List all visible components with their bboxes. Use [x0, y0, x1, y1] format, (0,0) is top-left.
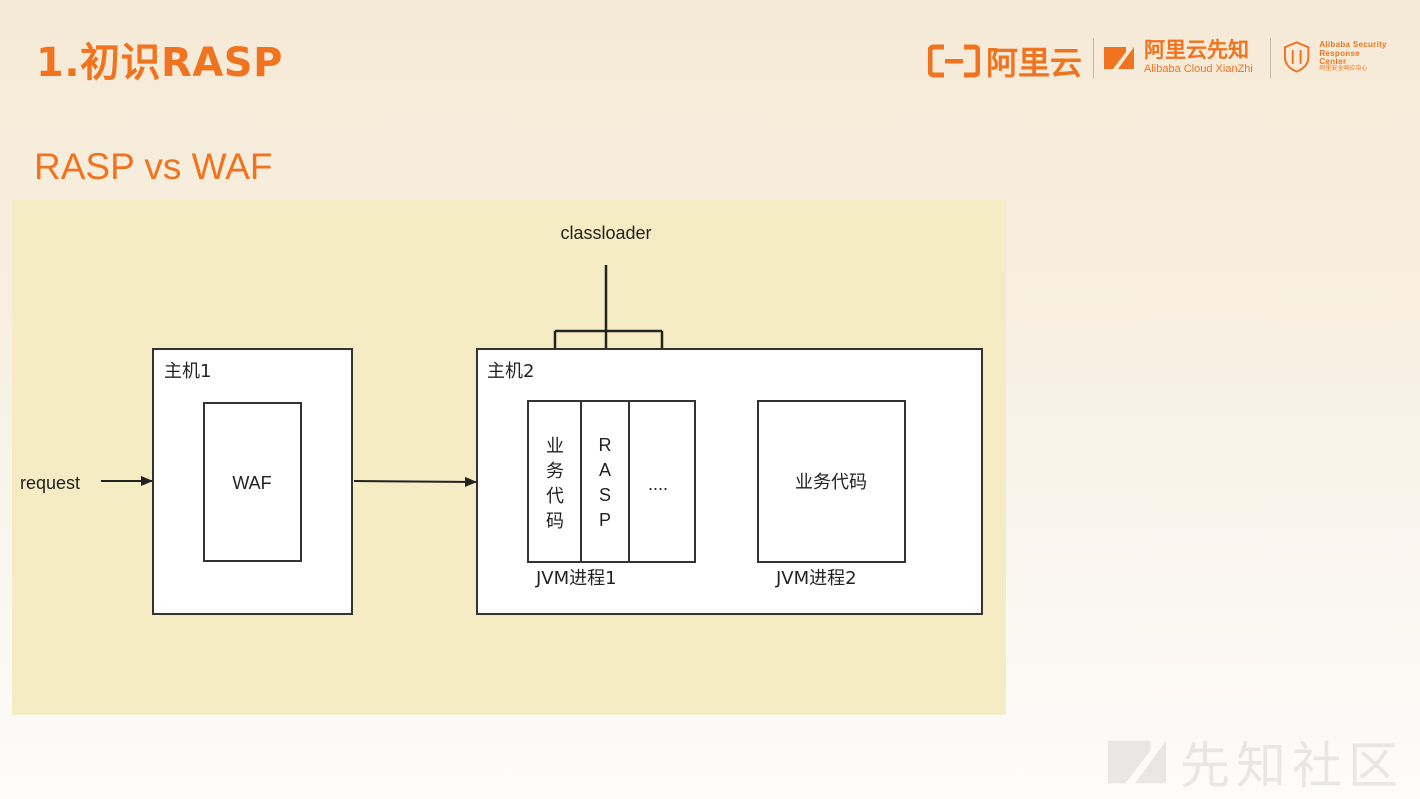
- architecture-diagram: classloader request 主机1 WAF 主机2 业 务 代 码 …: [20, 223, 983, 615]
- jvm2-box-text: 业务代码: [795, 472, 867, 493]
- xianzhi-mark-icon: [1104, 46, 1134, 69]
- jvm1-seg1-char: 代: [546, 486, 564, 507]
- jvm1-seg3-text: ....: [648, 474, 668, 494]
- asrc-line-3: 阿里安全响应中心: [1319, 66, 1368, 73]
- asrc-line-1: Alibaba Security: [1319, 40, 1387, 50]
- jvm1-rasp-segment: [580, 400, 630, 563]
- jvm1-seg2-char: R: [599, 435, 612, 455]
- logo-divider: [1093, 38, 1094, 78]
- host1-to-host2-arrow: [353, 476, 477, 487]
- jvm1-seg1-char: 务: [546, 461, 564, 482]
- xianzhi-watermark-icon: [1108, 740, 1166, 784]
- watermark-text: 先知社区: [1180, 737, 1404, 795]
- slide-title: 1.初识RASP: [36, 40, 283, 86]
- xianzhi-logo: 阿里云先知 Alibaba Cloud XianZhi: [1104, 40, 1253, 75]
- aliyun-logo: 阿里云: [928, 38, 1082, 84]
- header-logos: 阿里云 阿里云先知 Alibaba Cloud XianZhi Alibaba …: [928, 36, 1388, 82]
- jvm2-box: [757, 400, 906, 563]
- jvm1-seg2-char: A: [599, 460, 611, 480]
- jvm2-label: JVM进程2: [775, 568, 857, 589]
- jvm1-seg1-char: 码: [546, 511, 564, 532]
- slide-subtitle: RASP vs WAF: [34, 146, 273, 187]
- diagram-panel: classloader request 主机1 WAF 主机2 业 务 代 码 …: [12, 200, 1006, 715]
- jvm1-business-code-segment: [527, 400, 582, 563]
- xianzhi-logo-cn: 阿里云先知: [1144, 38, 1249, 62]
- request-label: request: [20, 473, 80, 493]
- xianzhi-logo-en: Alibaba Cloud XianZhi: [1144, 63, 1253, 75]
- asrc-logo: Alibaba Security Response Center 阿里安全响应中…: [1282, 40, 1388, 74]
- jvm1-other-segment: [628, 400, 696, 563]
- jvm1-seg2-char: P: [599, 510, 611, 530]
- aliyun-logo-text: 阿里云: [986, 44, 1083, 82]
- host1-box: [152, 348, 353, 615]
- watermark: 先知社区: [1108, 726, 1404, 798]
- jvm1-seg2-char: S: [599, 485, 611, 505]
- jvm1-label: JVM进程1: [535, 568, 617, 589]
- waf-label: WAF: [232, 473, 271, 493]
- classloader-label: classloader: [560, 223, 651, 243]
- asrc-line-2: Response Center: [1319, 48, 1360, 67]
- aliyun-bracket-icon: [928, 44, 980, 78]
- host1-label: 主机1: [164, 361, 211, 382]
- host2-label: 主机2: [487, 361, 534, 382]
- waf-box: [203, 402, 302, 562]
- shield-icon: [1283, 41, 1310, 73]
- jvm1-seg1-char: 业: [546, 436, 564, 457]
- logo-divider: [1270, 38, 1271, 78]
